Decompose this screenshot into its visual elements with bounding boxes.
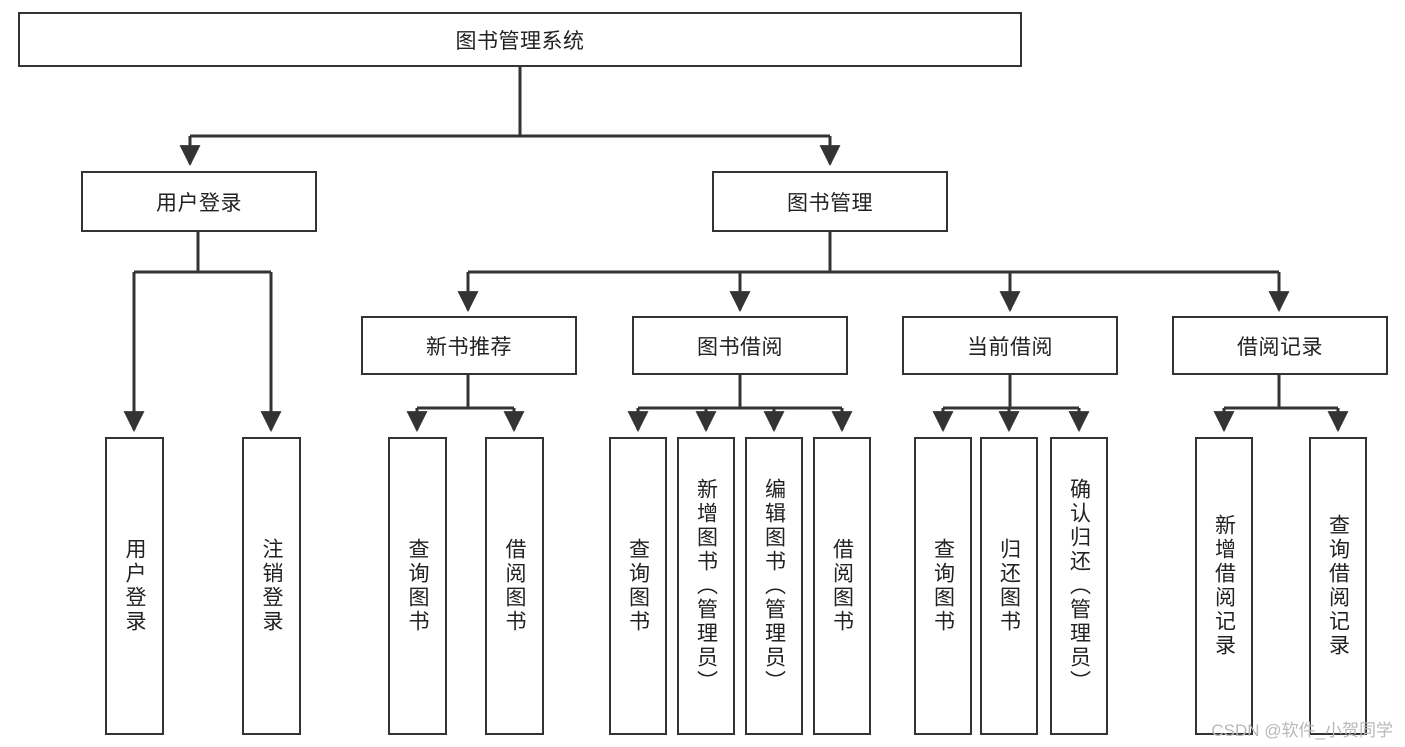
- node-current-borrow[interactable]: 当前借阅: [902, 316, 1118, 375]
- node-book-manage[interactable]: 图书管理: [712, 171, 948, 232]
- leaf-borrow-record-2-label: 查询借阅记录: [1326, 514, 1350, 658]
- leaf-new-book-2[interactable]: 借阅图书: [485, 437, 544, 735]
- leaf-book-borrow-4[interactable]: 借阅图书: [813, 437, 871, 735]
- leaf-current-borrow-2[interactable]: 归还图书: [980, 437, 1038, 735]
- leaf-borrow-record-2[interactable]: 查询借阅记录: [1309, 437, 1367, 735]
- node-root-label: 图书管理系统: [455, 29, 585, 53]
- node-book-manage-label: 图书管理: [787, 191, 873, 215]
- node-borrow-record[interactable]: 借阅记录: [1172, 316, 1388, 375]
- node-current-borrow-label: 当前借阅: [967, 335, 1053, 359]
- leaf-borrow-record-1[interactable]: 新增借阅记录: [1195, 437, 1253, 735]
- leaf-book-borrow-4-label: 借阅图书: [830, 538, 854, 634]
- node-root[interactable]: 图书管理系统: [18, 12, 1022, 67]
- leaf-book-borrow-1-label: 查询图书: [626, 538, 650, 634]
- leaf-user-login-1-label: 用户登录: [123, 538, 146, 634]
- node-borrow-record-label: 借阅记录: [1237, 335, 1323, 359]
- leaf-borrow-record-1-label: 新增借阅记录: [1212, 514, 1236, 658]
- node-book-borrow[interactable]: 图书借阅: [632, 316, 848, 375]
- watermark: CSDN @软件_小贺同学: [1211, 721, 1393, 740]
- node-new-book-recommend[interactable]: 新书推荐: [361, 316, 577, 375]
- leaf-book-borrow-1[interactable]: 查询图书: [609, 437, 667, 735]
- leaf-new-book-1[interactable]: 查询图书: [388, 437, 447, 735]
- node-user-login-label: 用户登录: [156, 191, 242, 215]
- leaf-user-login-1[interactable]: 用户登录: [105, 437, 164, 735]
- node-book-borrow-label: 图书借阅: [697, 335, 783, 359]
- leaf-user-login-2-label: 注销登录: [260, 538, 283, 634]
- leaf-current-borrow-3[interactable]: 确认归还（管理员）: [1050, 437, 1108, 735]
- leaf-current-borrow-1-label: 查询图书: [931, 538, 955, 634]
- leaf-current-borrow-3-label: 确认归还（管理员）: [1067, 478, 1091, 694]
- leaf-user-login-2[interactable]: 注销登录: [242, 437, 301, 735]
- leaf-new-book-2-label: 借阅图书: [503, 538, 526, 634]
- node-user-login[interactable]: 用户登录: [81, 171, 317, 232]
- leaf-current-borrow-2-label: 归还图书: [997, 538, 1021, 634]
- leaf-book-borrow-3-label: 编辑图书（管理员）: [762, 478, 786, 694]
- node-new-book-recommend-label: 新书推荐: [426, 335, 512, 359]
- leaf-new-book-1-label: 查询图书: [406, 538, 429, 634]
- leaf-current-borrow-1[interactable]: 查询图书: [914, 437, 972, 735]
- leaf-book-borrow-2[interactable]: 新增图书（管理员）: [677, 437, 735, 735]
- leaf-book-borrow-2-label: 新增图书（管理员）: [694, 478, 718, 694]
- leaf-book-borrow-3[interactable]: 编辑图书（管理员）: [745, 437, 803, 735]
